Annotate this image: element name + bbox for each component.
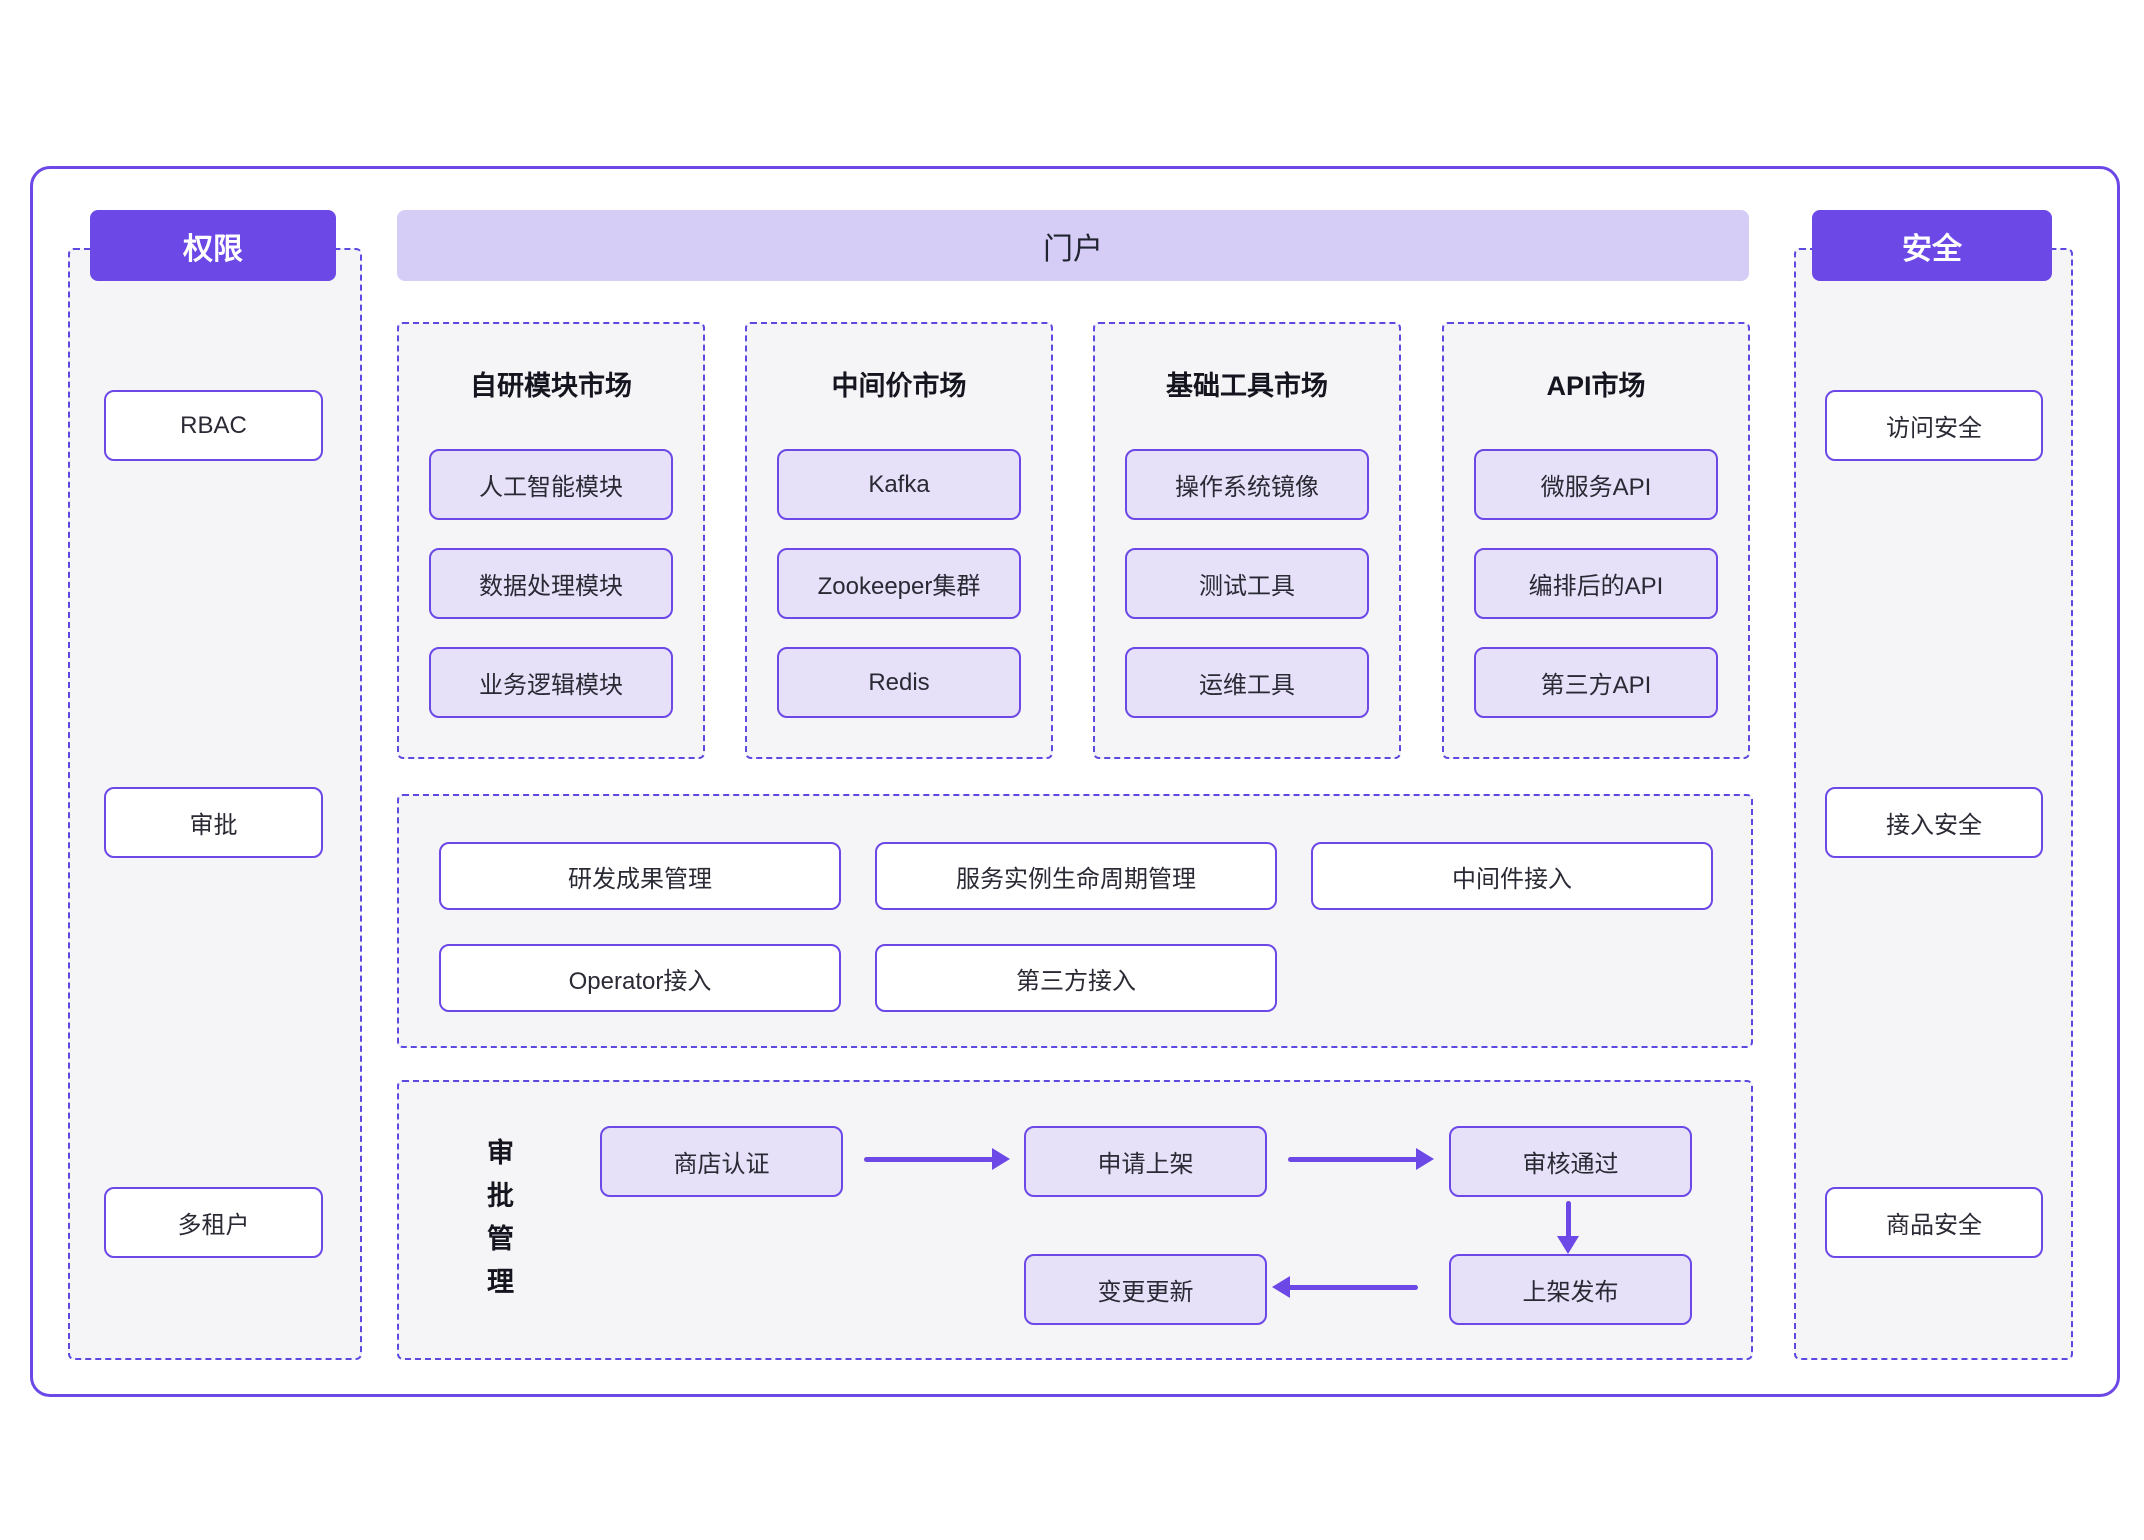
market-item: 数据处理模块 bbox=[429, 548, 673, 619]
approval-flow-label: 审批管理 bbox=[483, 1138, 513, 1310]
market-column-api: API市场 微服务API 编排后的API 第三方API bbox=[1442, 322, 1750, 759]
market-item: 微服务API bbox=[1474, 449, 1718, 520]
approval-flow-section: 审批管理 商店认证 申请上架 审核通过 上架发布 变更更新 bbox=[397, 1080, 1753, 1360]
market-item: 人工智能模块 bbox=[429, 449, 673, 520]
market-items: 操作系统镜像 测试工具 运维工具 bbox=[1125, 449, 1369, 718]
flow-arrow-down-icon bbox=[1557, 1201, 1579, 1254]
market-items: 人工智能模块 数据处理模块 业务逻辑模块 bbox=[429, 449, 673, 718]
permissions-item-multitenant: 多租户 bbox=[104, 1187, 323, 1258]
permissions-item-approval: 审批 bbox=[104, 787, 323, 858]
market-item: Redis bbox=[777, 647, 1021, 718]
market-items: 微服务API 编排后的API 第三方API bbox=[1474, 449, 1718, 718]
market-item: Zookeeper集群 bbox=[777, 548, 1021, 619]
security-item-product: 商品安全 bbox=[1825, 1187, 2043, 1258]
security-header: 安全 bbox=[1812, 210, 2052, 281]
market-item: 第三方API bbox=[1474, 647, 1718, 718]
market-title: 基础工具市场 bbox=[1166, 371, 1328, 401]
market-column-middleware: 中间价市场 Kafka Zookeeper集群 Redis bbox=[745, 322, 1053, 759]
market-item: 测试工具 bbox=[1125, 548, 1369, 619]
portal-header: 门户 bbox=[397, 210, 1749, 281]
market-title: 中间价市场 bbox=[831, 371, 967, 401]
flow-arrow-right-icon bbox=[1288, 1148, 1434, 1170]
market-item: 业务逻辑模块 bbox=[429, 647, 673, 718]
mgmt-item-service-lifecycle: 服务实例生命周期管理 bbox=[875, 842, 1277, 910]
mgmt-item-rd-results: 研发成果管理 bbox=[439, 842, 841, 910]
flow-step-store-certification: 商店认证 bbox=[600, 1126, 843, 1197]
market-items: Kafka Zookeeper集群 Redis bbox=[777, 449, 1021, 718]
market-item: 运维工具 bbox=[1125, 647, 1369, 718]
permissions-header: 权限 bbox=[90, 210, 336, 281]
flow-step-review-passed: 审核通过 bbox=[1449, 1126, 1692, 1197]
permissions-item-rbac: RBAC bbox=[104, 390, 323, 461]
mgmt-item-operator-access: Operator接入 bbox=[439, 944, 841, 1012]
mgmt-item-middleware-access: 中间件接入 bbox=[1311, 842, 1713, 910]
market-item: Kafka bbox=[777, 449, 1021, 520]
management-section: 研发成果管理 服务实例生命周期管理 中间件接入 Operator接入 第三方接入 bbox=[397, 794, 1753, 1048]
flow-step-apply-listing: 申请上架 bbox=[1024, 1126, 1267, 1197]
flow-arrow-left-icon bbox=[1272, 1276, 1418, 1298]
market-item: 编排后的API bbox=[1474, 548, 1718, 619]
market-item: 操作系统镜像 bbox=[1125, 449, 1369, 520]
diagram-frame: 权限 RBAC 审批 多租户 门户 自研模块市场 人工智能模块 数据处理模块 业… bbox=[30, 166, 2120, 1397]
flow-step-publish: 上架发布 bbox=[1449, 1254, 1692, 1325]
market-title: API市场 bbox=[1546, 371, 1646, 401]
flow-step-change-update: 变更更新 bbox=[1024, 1254, 1267, 1325]
security-item-access: 访问安全 bbox=[1825, 390, 2043, 461]
market-column-self-developed: 自研模块市场 人工智能模块 数据处理模块 业务逻辑模块 bbox=[397, 322, 705, 759]
security-item-integration: 接入安全 bbox=[1825, 787, 2043, 858]
market-title: 自研模块市场 bbox=[470, 371, 632, 401]
flow-arrow-right-icon bbox=[864, 1148, 1010, 1170]
mgmt-item-thirdparty-access: 第三方接入 bbox=[875, 944, 1277, 1012]
market-column-basic-tools: 基础工具市场 操作系统镜像 测试工具 运维工具 bbox=[1093, 322, 1401, 759]
